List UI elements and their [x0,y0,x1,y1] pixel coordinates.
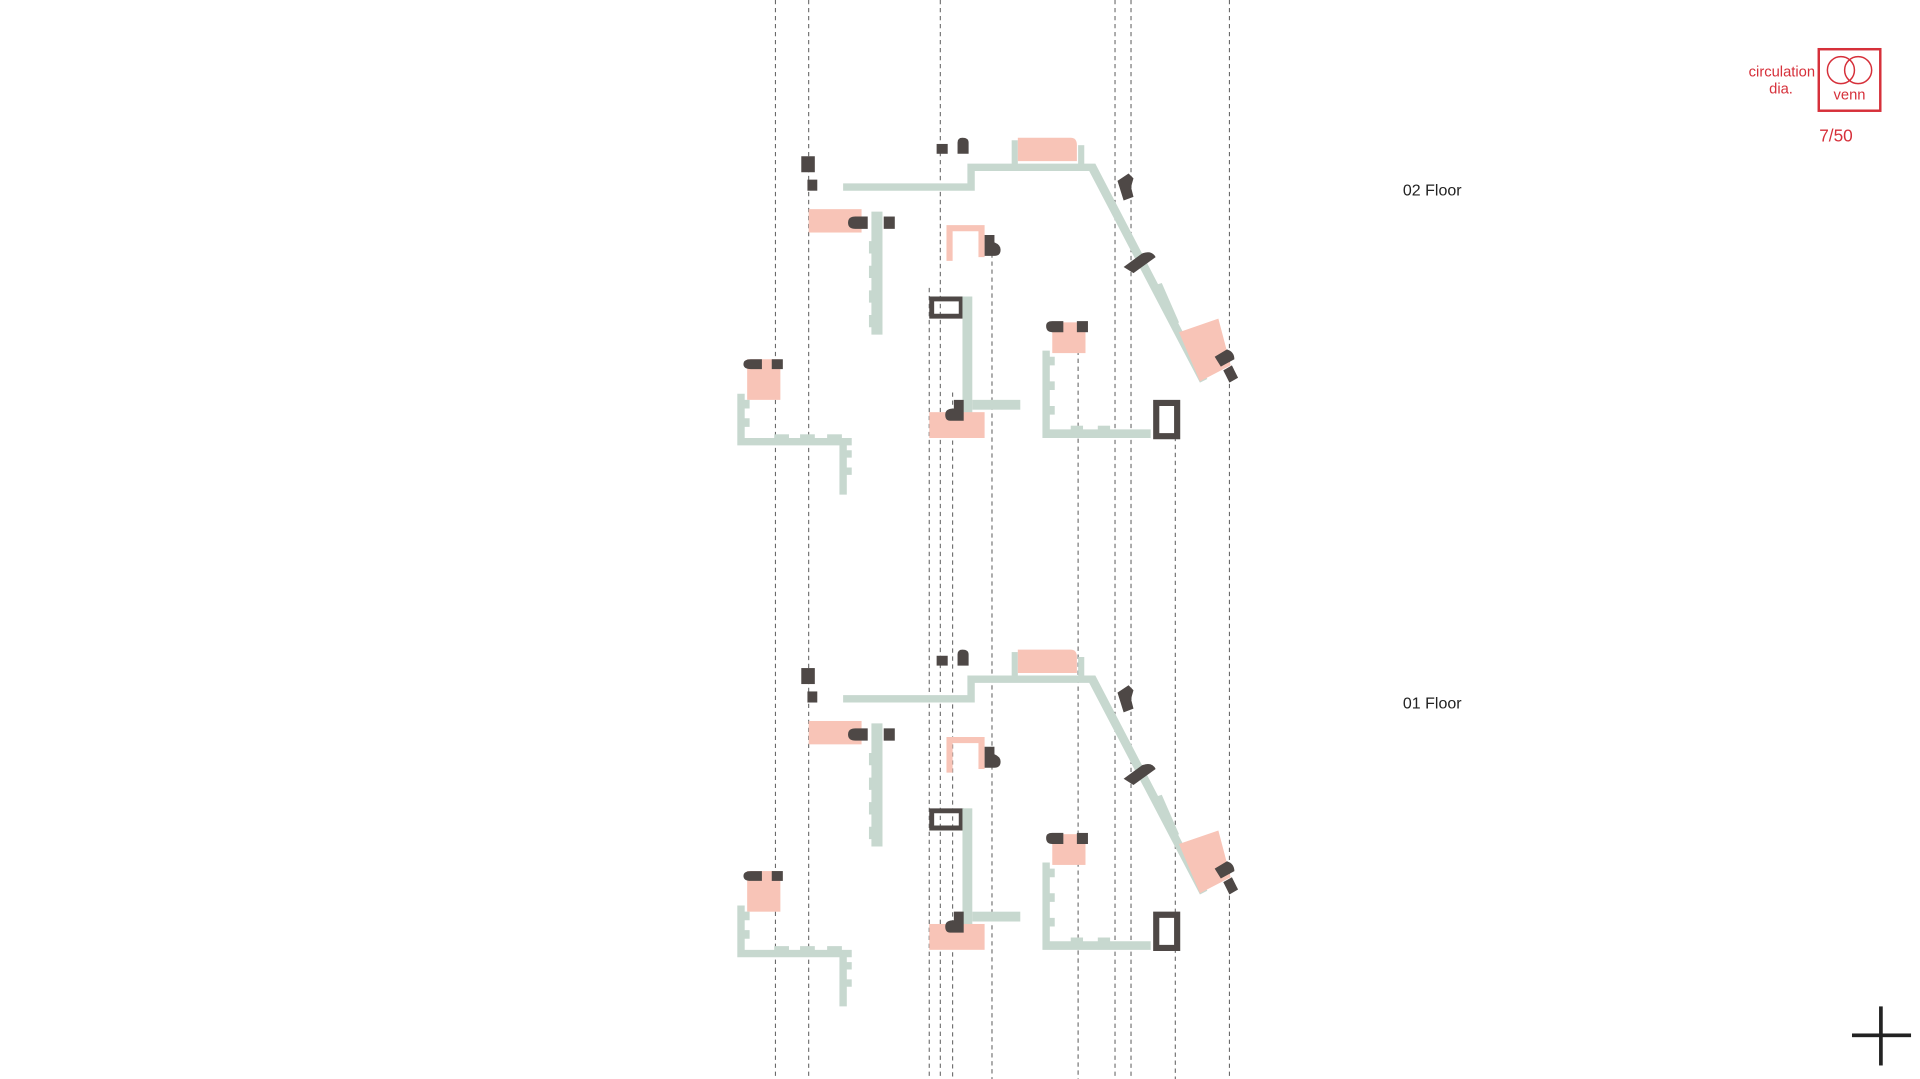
badge-label: venn [1834,88,1866,104]
floor-label-01: 01 Floor [1403,696,1462,713]
floor-label-02: 02 Floor [1403,183,1462,200]
page-counter: 7/50 [1819,125,1853,145]
floor-plan-02 [737,137,1239,495]
floor-plan-01 [737,649,1239,1007]
venn-diagram-icon [1826,55,1873,85]
caption-line-1: circulation [1749,64,1815,80]
plus-icon[interactable] [1851,1006,1912,1066]
venn-badge[interactable]: venn [1817,47,1882,112]
caption-line-2: dia. [1769,82,1793,98]
